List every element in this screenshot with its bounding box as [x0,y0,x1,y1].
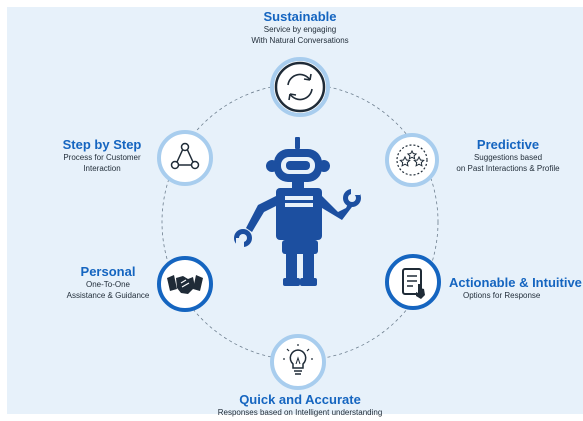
title-sustainable: Sustainable [263,9,337,24]
desc-sustainable-line2: With Natural Conversations [251,36,349,45]
desc-personal-line1: One-To-One [85,280,131,289]
lightbulb-icon [270,334,326,390]
handshake-icon [157,256,213,312]
label-sustainable: Sustainable Service by engaging With Nat… [200,9,400,46]
label-step: Step by Step Process for Customer Intera… [42,137,162,174]
title-actionable: Actionable & Intuitive [449,275,582,290]
node-personal [157,256,213,312]
node-sustainable [270,57,330,117]
process-triangle-icon [157,130,213,186]
desc-predictive-line1: Suggestions based [473,153,543,162]
label-actionable: Actionable & Intuitive Options for Respo… [449,275,583,301]
label-predictive: Predictive Suggestions based on Past Int… [428,137,583,174]
label-personal: Personal One-To-One Assistance & Guidanc… [48,264,168,301]
title-personal: Personal [80,264,136,279]
desc-quick-line1: Responses based on Intelligent understan… [217,408,383,417]
desc-actionable-line1: Options for Response [463,291,541,300]
node-actionable [385,254,441,310]
title-step: Step by Step [62,137,142,152]
desc-personal-line2: Assistance & Guidance [66,291,150,300]
stars-cycle-icon [385,133,439,187]
tablet-touch-icon [385,254,441,310]
title-predictive: Predictive [476,137,540,152]
desc-predictive-line2: on Past Interactions & Profile [456,164,560,173]
node-quick [270,334,326,390]
title-quick: Quick and Accurate [239,392,361,407]
robot-icon [234,137,361,286]
label-quick: Quick and Accurate Responses based on In… [150,392,450,418]
refresh-cycle-icon [270,57,330,117]
desc-step-line2: Interaction [83,164,121,173]
node-predictive [385,133,439,187]
node-step [157,130,213,186]
desc-step-line1: Process for Customer [63,153,141,162]
desc-sustainable-line1: Service by engaging [263,25,337,34]
